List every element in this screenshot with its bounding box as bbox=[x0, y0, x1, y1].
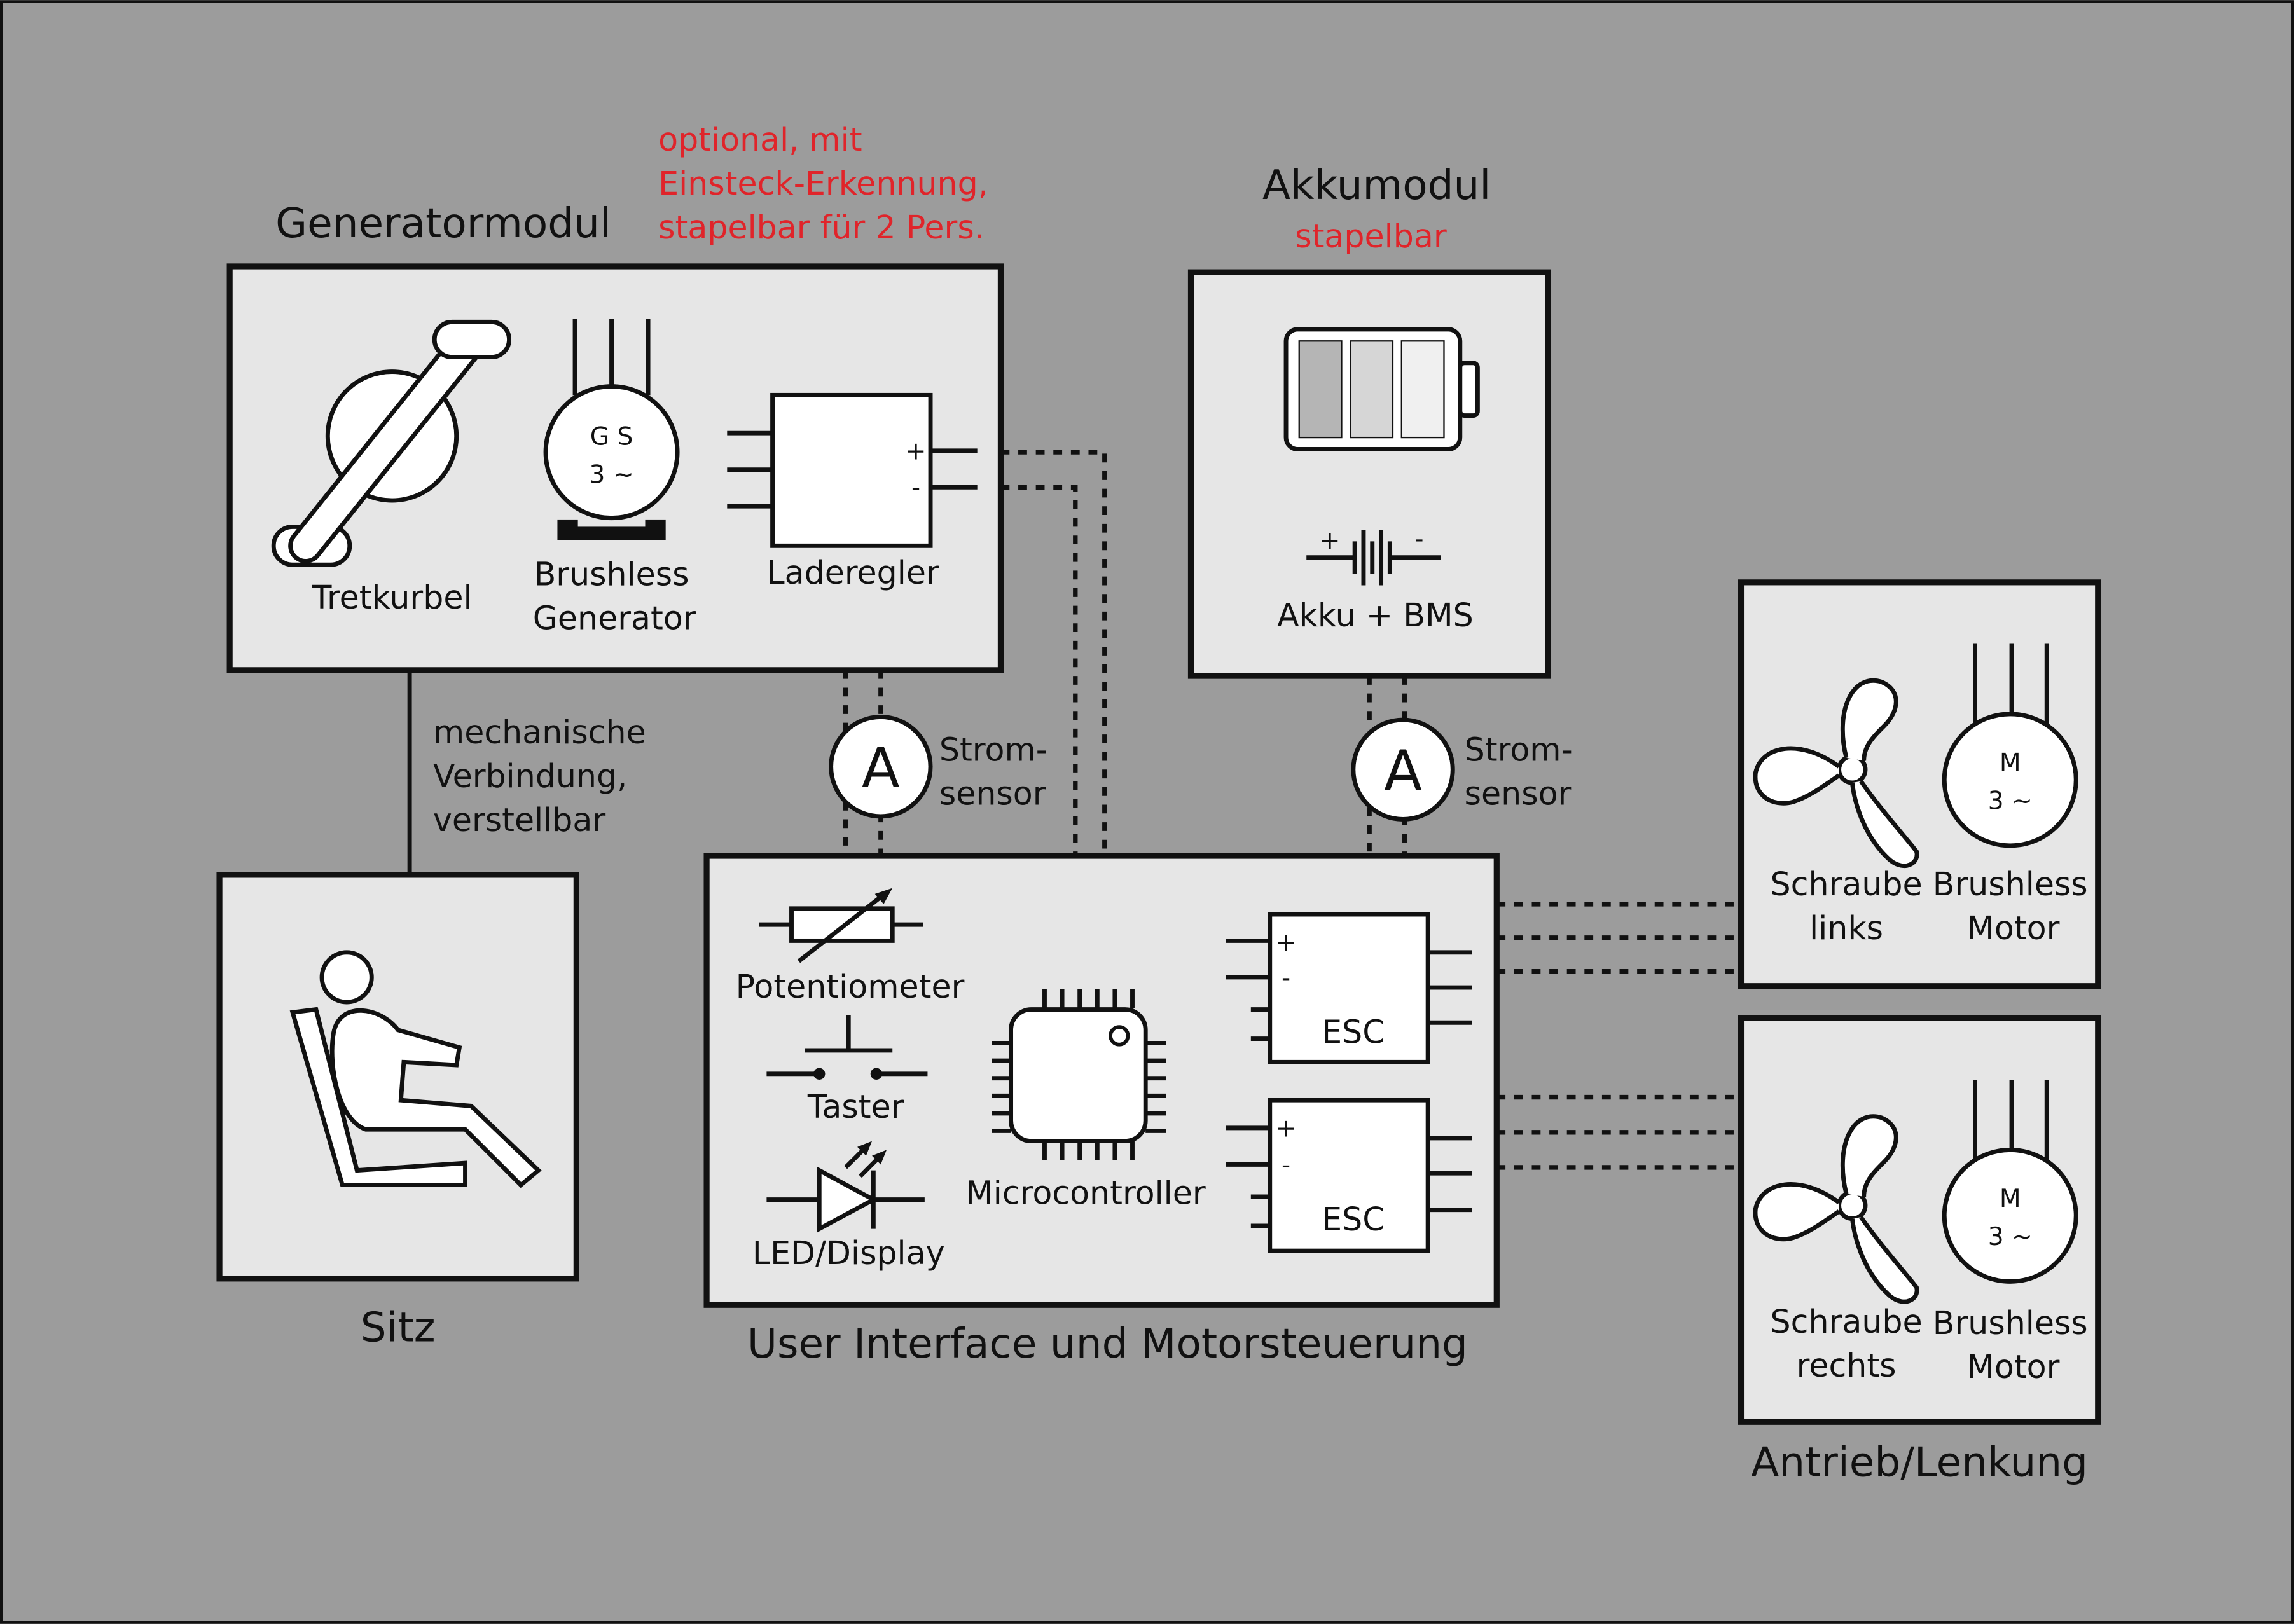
led-icon bbox=[766, 1141, 925, 1233]
control-module-title: User Interface und Motorsteuerung bbox=[747, 1320, 1468, 1368]
motor-left-symbol-line-2: 3 ~ bbox=[1988, 787, 2033, 815]
sensor-right-label-line-2: sensor bbox=[1465, 774, 1572, 812]
battery-minus: - bbox=[1414, 525, 1423, 554]
motor-right-symbol-line-1: M bbox=[2000, 1185, 2021, 1213]
esc-bottom-label: ESC bbox=[1322, 1201, 1385, 1238]
esc-top-label: ESC bbox=[1322, 1013, 1385, 1050]
generator-label-line-1: Brushless bbox=[534, 555, 689, 593]
battery-label: Akku + BMS bbox=[1277, 596, 1474, 634]
motor-left-symbol-line-1: M bbox=[2000, 749, 2021, 778]
microcontroller-icon bbox=[992, 989, 1166, 1160]
seat-person-icon bbox=[289, 950, 542, 1188]
esc-bottom-plus: + bbox=[1276, 1115, 1297, 1143]
esc-top-plus: + bbox=[1276, 929, 1297, 958]
generator-label-line-2: Generator bbox=[533, 599, 696, 637]
motor-right-label-line-2: Motor bbox=[1966, 1348, 2059, 1386]
charge-controller-icon bbox=[727, 392, 978, 548]
connection-label-line-2: Verbindung, bbox=[433, 757, 627, 795]
motor-left-icon bbox=[1942, 643, 2078, 848]
motor-left-label-line-2: Motor bbox=[1966, 909, 2059, 947]
crank-label: Tretkurbel bbox=[311, 579, 472, 616]
generator-symbol-line-2: 3 ~ bbox=[590, 460, 634, 489]
prop-right-label-line-2: rechts bbox=[1797, 1347, 1897, 1384]
generator-note-line-3: stapelbar für 2 Pers. bbox=[658, 209, 985, 246]
sensor-left-label-line-1: Strom- bbox=[939, 731, 1047, 768]
generator-symbol-line-1: G S bbox=[590, 423, 633, 451]
controller-label: Laderegler bbox=[766, 554, 939, 591]
esc-top-icon bbox=[1226, 912, 1472, 1064]
push-button-icon bbox=[766, 1015, 928, 1080]
generator-note-line-2: Einsteck-Erkennung, bbox=[658, 165, 988, 202]
generator-icon bbox=[543, 319, 680, 540]
battery-plus: + bbox=[1320, 526, 1341, 555]
battery-note: stapelbar bbox=[1295, 217, 1447, 255]
battery-symbol-icon bbox=[1306, 530, 1441, 586]
current-sensor-right-icon bbox=[1351, 717, 1455, 822]
seat-label: Sitz bbox=[361, 1304, 436, 1352]
sensor-left-symbol: A bbox=[862, 736, 900, 801]
sensor-right-label-line-1: Strom- bbox=[1465, 731, 1573, 768]
controller-plus: + bbox=[906, 437, 927, 466]
motor-right-label-line-1: Brushless bbox=[1933, 1304, 2088, 1342]
controller-minus: - bbox=[911, 474, 920, 502]
motor-right-symbol-line-2: 3 ~ bbox=[1988, 1223, 2033, 1251]
prop-left-label-line-2: links bbox=[1809, 909, 1883, 947]
esc-bottom-icon bbox=[1226, 1098, 1472, 1253]
sensor-left-label-line-2: sensor bbox=[939, 774, 1046, 812]
connection-label-line-1: mechanische bbox=[433, 713, 646, 751]
generator-note-line-1: optional, mit bbox=[658, 121, 862, 158]
prop-left-label-line-1: Schraube bbox=[1771, 865, 1923, 903]
battery-module-title: Akkumodul bbox=[1262, 162, 1491, 209]
esc-top-minus: - bbox=[1282, 964, 1290, 993]
potentiometer-label: Potentiometer bbox=[736, 968, 965, 1005]
mcu-label: Microcontroller bbox=[965, 1174, 1206, 1212]
pedal-crank-icon bbox=[271, 319, 511, 567]
motor-left-label-line-1: Brushless bbox=[1933, 865, 2088, 903]
drive-title: Antrieb/Lenkung bbox=[1751, 1438, 2088, 1486]
button-label: Taster bbox=[807, 1088, 904, 1125]
potentiometer-icon bbox=[759, 888, 923, 963]
sensor-right-symbol: A bbox=[1384, 738, 1422, 803]
battery-icon bbox=[1283, 327, 1480, 451]
generator-module-title: Generatormodul bbox=[275, 200, 611, 247]
connection-label-line-3: verstellbar bbox=[433, 801, 605, 839]
esc-bottom-minus: - bbox=[1282, 1151, 1290, 1180]
current-sensor-left-icon bbox=[829, 715, 933, 819]
prop-right-label-line-1: Schraube bbox=[1771, 1303, 1923, 1340]
motor-right-icon bbox=[1942, 1079, 2078, 1284]
led-label: LED/Display bbox=[752, 1234, 945, 1272]
